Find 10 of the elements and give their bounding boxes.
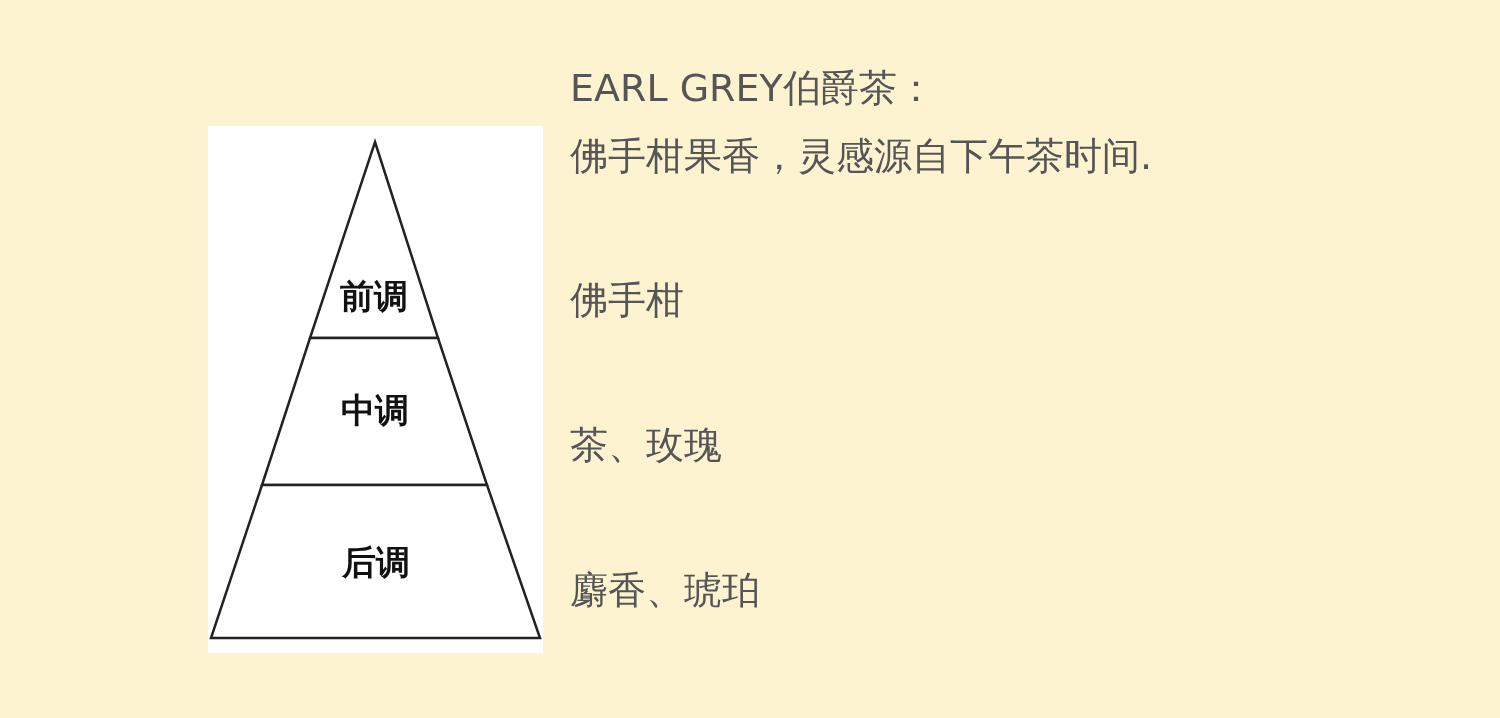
description-text: 佛手柑果香，灵感源自下午茶时间. <box>570 136 1153 178</box>
description-text: EARL GREY伯爵茶： <box>570 68 935 110</box>
pyramid-tier <box>260 338 489 485</box>
tier-label: 后调 <box>340 545 411 579</box>
note-list-text: 麝香、琥珀 <box>570 570 760 612</box>
note-list-text: 茶、玫瑰 <box>570 425 722 467</box>
pyramid-tier <box>209 485 542 638</box>
tier-label: 前调 <box>339 279 409 313</box>
note-list-text: 佛手柑 <box>570 280 684 322</box>
tier-label: 中调 <box>339 393 410 427</box>
